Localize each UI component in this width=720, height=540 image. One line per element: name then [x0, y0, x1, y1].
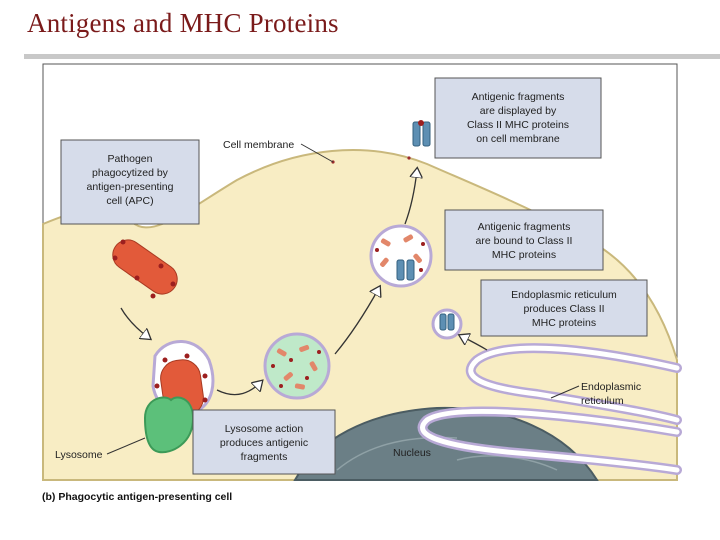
label-er-line2: reticulum — [581, 395, 624, 407]
slide-title: Antigens and MHC Proteins — [27, 8, 339, 38]
leader-lysosome — [106, 437, 146, 455]
svg-text:phagocytized by: phagocytized by — [92, 167, 169, 179]
svg-text:MHC proteins: MHC proteins — [532, 317, 596, 329]
label-er-line1: Endoplasmic — [581, 381, 641, 393]
mhc-vesicle — [431, 308, 463, 340]
pathogen-bacterium — [112, 239, 178, 299]
svg-text:on cell membrane: on cell membrane — [476, 133, 560, 145]
svg-text:are bound to Class II: are bound to Class II — [476, 235, 573, 247]
endoplasmic-reticulum — [417, 343, 682, 475]
figure-caption: (b) Phagocytic antigen-presenting cell — [42, 491, 232, 503]
svg-text:Lysosome action: Lysosome action — [225, 423, 304, 435]
label-nucleus: Nucleus — [393, 447, 431, 459]
svg-text:produces antigenic: produces antigenic — [220, 437, 308, 449]
fragment-vesicle — [263, 332, 331, 400]
box-lysosome-action: Lysosome action produces antigenic fragm… — [192, 409, 336, 475]
leader-cell-membrane — [300, 143, 334, 163]
process-arrows — [120, 170, 488, 396]
box-fragments-displayed: Antigenic fragments are displayed by Cla… — [434, 77, 602, 159]
svg-text:produces Class II: produces Class II — [523, 303, 604, 315]
svg-text:Pathogen: Pathogen — [108, 153, 153, 165]
leader-er — [550, 385, 580, 399]
caption-text: Phagocytic antigen-presenting cell — [58, 491, 233, 503]
box-fragments-bound: Antigenic fragments are bound to Class I… — [444, 209, 604, 271]
svg-text:Class II MHC proteins: Class II MHC proteins — [467, 119, 569, 131]
mhc-fragment-vesicle — [369, 224, 433, 288]
title-divider — [24, 54, 720, 59]
surface-mhc-protein — [412, 120, 431, 147]
phagosome — [151, 340, 215, 417]
svg-text:Endoplasmic reticulum: Endoplasmic reticulum — [511, 289, 617, 301]
svg-text:antigen-presenting: antigen-presenting — [87, 181, 174, 193]
caption-part: (b) — [42, 491, 56, 503]
svg-text:Antigenic fragments: Antigenic fragments — [472, 91, 565, 103]
svg-text:cell (APC): cell (APC) — [106, 195, 153, 207]
svg-text:MHC proteins: MHC proteins — [492, 249, 556, 261]
apc-diagram: Pathogen phagocytized by antigen-present… — [42, 63, 682, 481]
svg-text:Antigenic fragments: Antigenic fragments — [478, 221, 571, 233]
label-cell-membrane: Cell membrane — [223, 139, 294, 151]
svg-text:are displayed by: are displayed by — [480, 105, 557, 117]
label-lysosome: Lysosome — [55, 449, 103, 461]
box-pathogen-phagocytized: Pathogen phagocytized by antigen-present… — [60, 139, 200, 225]
svg-text:fragments: fragments — [241, 451, 288, 463]
apc-figure: Pathogen phagocytized by antigen-present… — [37, 60, 685, 500]
box-er-produces-mhc: Endoplasmic reticulum produces Class II … — [480, 279, 648, 337]
